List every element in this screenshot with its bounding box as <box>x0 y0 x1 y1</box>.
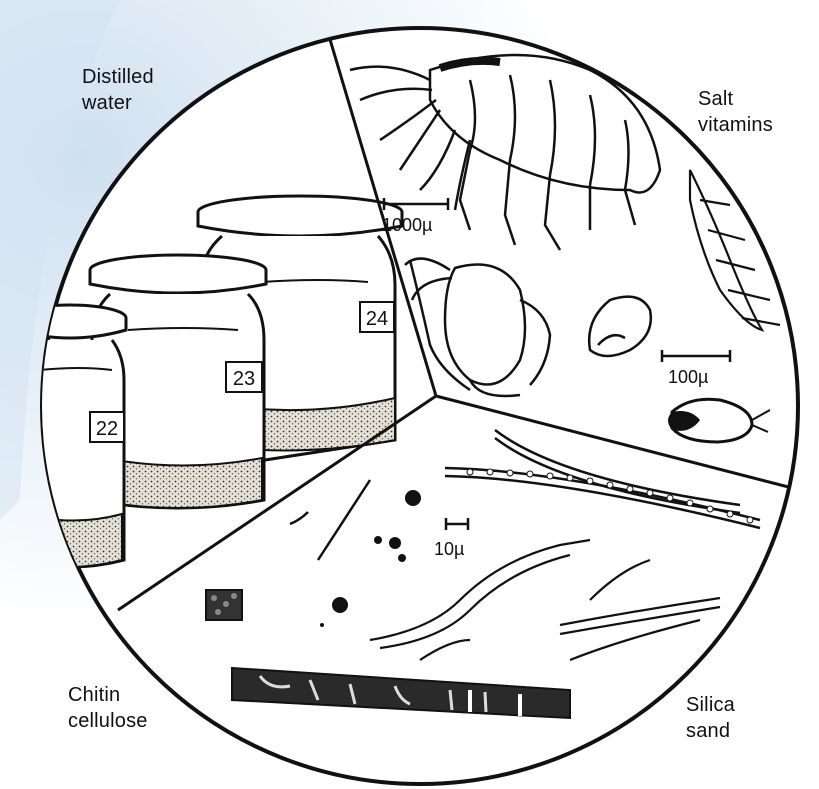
jar-23-number: 23 <box>233 368 255 390</box>
label-salt-vitamins-line1: Salt <box>698 86 773 112</box>
jar-24-number: 24 <box>366 308 388 330</box>
label-distilled-water-line2: water <box>82 90 154 116</box>
scale-label-medium: 100µ <box>668 367 708 387</box>
label-chitin-cellulose-line2: cellulose <box>68 708 148 734</box>
label-salt-vitamins-line2: vitamins <box>698 112 773 138</box>
label-chitin-cellulose: Chitin cellulose <box>68 682 148 734</box>
scale-label-large: 1000µ <box>382 215 432 235</box>
label-silica-sand-line1: Silica <box>686 692 735 718</box>
label-silica-sand: Silica sand <box>686 692 735 744</box>
label-chitin-cellulose-line1: Chitin <box>68 682 148 708</box>
jar-22-number: 22 <box>96 418 118 440</box>
label-distilled-water-line1: Distilled <box>82 64 154 90</box>
scale-label-small: 10µ <box>434 539 464 559</box>
cellulose-block <box>206 590 242 620</box>
label-distilled-water: Distilled water <box>82 64 154 116</box>
label-salt-vitamins: Salt vitamins <box>698 86 773 138</box>
label-silica-sand-line2: sand <box>686 718 735 744</box>
